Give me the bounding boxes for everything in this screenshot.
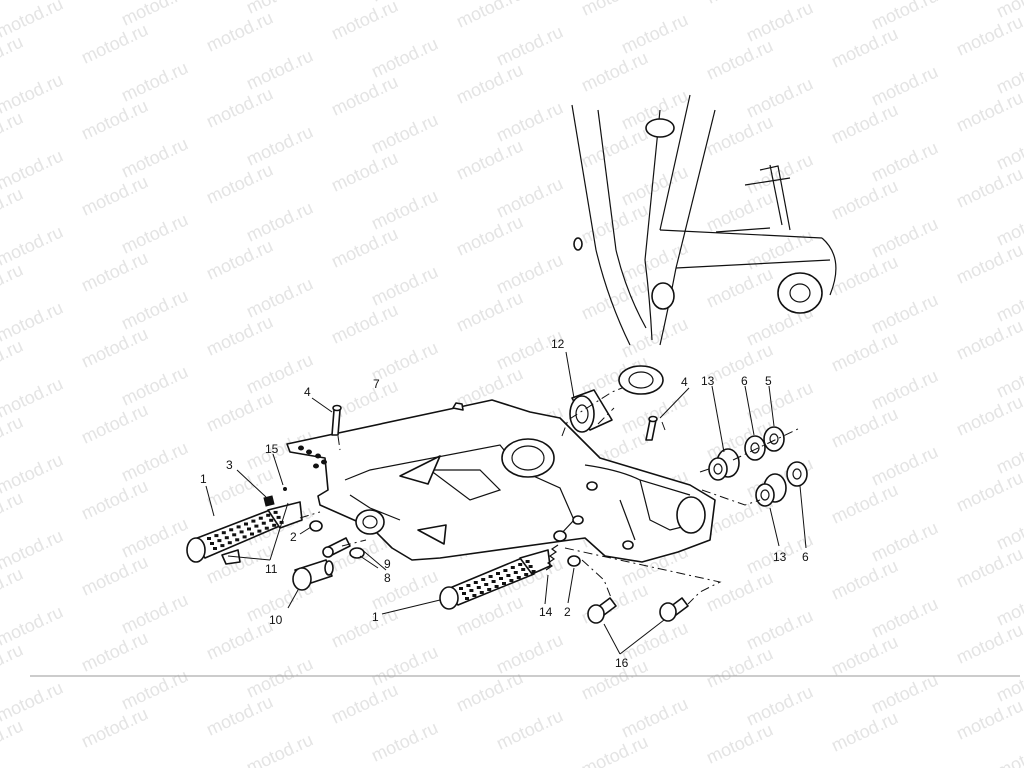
grip-stud (227, 541, 232, 545)
callout-2-left: 2 (290, 530, 297, 544)
grip-stud (479, 591, 484, 594)
callout-7: 7 (373, 377, 380, 391)
callout-5: 5 (765, 374, 772, 388)
grip-stud (462, 592, 466, 595)
grip-stud (510, 566, 515, 569)
bolts-16 (587, 597, 689, 624)
callout-leaders (205, 351, 807, 655)
callout-2-right: 2 (564, 605, 571, 619)
grip-stud (491, 580, 496, 583)
callout-6-bottom: 6 (802, 550, 809, 564)
grip-stud (276, 515, 281, 519)
grip-stud (531, 570, 536, 573)
callout-15: 15 (265, 442, 279, 456)
grip-stud (494, 585, 499, 588)
spring-and-nut (545, 544, 581, 571)
grip-stud (518, 563, 523, 566)
callout-4-left: 4 (304, 385, 311, 399)
callout-14: 14 (539, 605, 553, 619)
footpeg-1-left (186, 501, 303, 565)
grip-stud (220, 544, 225, 548)
grip-stud (509, 579, 514, 582)
grip-stud (528, 565, 533, 568)
grip-stud (476, 586, 481, 589)
grip-stud (236, 525, 241, 529)
pin-4-right (645, 415, 658, 441)
callout-3: 3 (226, 458, 233, 472)
grip-stud (521, 568, 526, 571)
grip-stud (258, 516, 263, 520)
grip-stud (235, 538, 240, 542)
hardware-left (263, 487, 385, 591)
grip-stud (232, 533, 237, 537)
grip-stud (269, 518, 274, 522)
grip-stud (273, 510, 278, 514)
grip-stud (525, 560, 530, 563)
grip-stud (229, 528, 234, 532)
grip-stud (473, 581, 478, 584)
grip-stud (488, 575, 493, 578)
callout-1-right: 1 (372, 610, 379, 624)
grip-stud (266, 513, 271, 517)
callout-9: 9 (384, 557, 391, 571)
callout-8: 8 (384, 571, 391, 585)
grip-stud (503, 569, 508, 572)
callout-10: 10 (269, 613, 283, 627)
grip-stud (250, 532, 254, 536)
frame-section (571, 94, 837, 395)
callout-11: 11 (265, 562, 278, 576)
callout-13-top: 13 (701, 374, 715, 388)
pin-4-left (331, 404, 342, 436)
callout-4-right: 4 (681, 375, 688, 389)
grip-stud (481, 578, 486, 581)
grip-stud (502, 582, 506, 585)
assembly-centerlines (299, 387, 801, 605)
grip-stud (239, 530, 244, 534)
grip-stud (499, 577, 503, 580)
grip-stud (242, 535, 247, 539)
footpeg-bracket (286, 399, 716, 563)
callout-13-bottom: 13 (773, 550, 787, 564)
grip-stud (221, 531, 226, 535)
grip-stud (244, 522, 248, 526)
grip-stud (207, 537, 211, 540)
grip-stud (247, 527, 251, 531)
grip-stud (496, 572, 500, 575)
grip-stud (213, 547, 217, 550)
grip-stud (254, 524, 259, 528)
hardware-right-stack (708, 426, 808, 507)
grip-stud (516, 576, 521, 579)
callout-6-top: 6 (741, 374, 748, 388)
grip-stud (251, 519, 256, 523)
grip-stud (484, 583, 489, 586)
callout-12: 12 (551, 337, 565, 351)
grip-stud (487, 588, 492, 591)
callout-1-left: 1 (200, 472, 207, 486)
grip-stud (261, 521, 266, 525)
grip-stud (214, 534, 219, 538)
grip-stud (524, 573, 529, 576)
grip-stud (466, 584, 471, 587)
grip-stud (224, 536, 229, 540)
callout-16: 16 (615, 656, 629, 670)
grip-stud (264, 526, 269, 530)
grip-stud (210, 542, 214, 545)
grip-stud (459, 587, 463, 590)
grip-stud (257, 529, 262, 533)
grip-stud (469, 589, 474, 592)
grip-stud (506, 574, 511, 577)
grip-stud (272, 523, 277, 527)
grip-stud (465, 597, 469, 600)
grip-stud (217, 539, 222, 543)
grip-stud (472, 594, 477, 597)
footpeg-1-right (439, 549, 551, 610)
grip-stud (513, 571, 518, 574)
